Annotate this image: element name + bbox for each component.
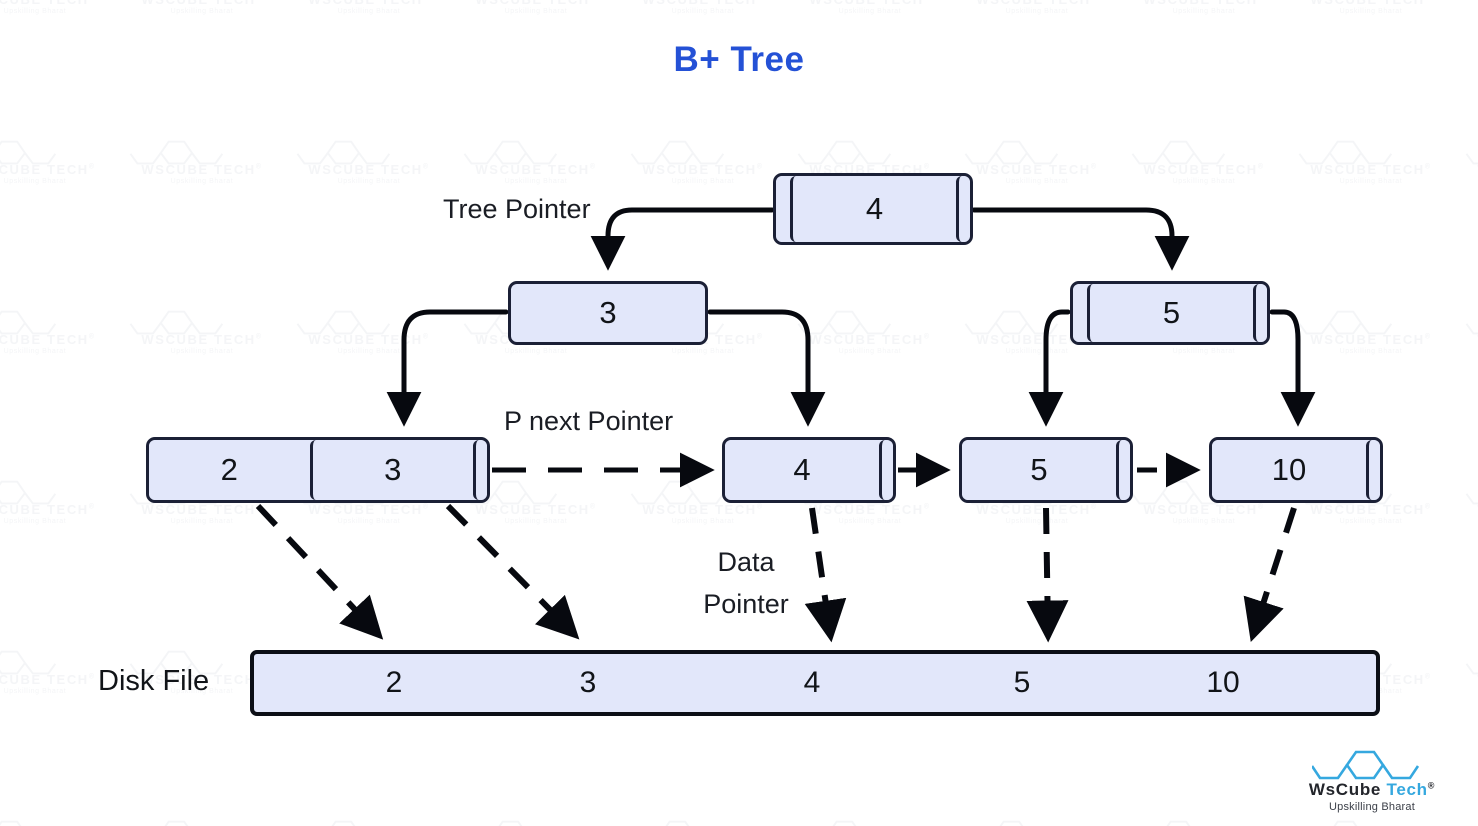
disk-file-value-5: 10: [1206, 666, 1240, 699]
brand-logo-name-part1: WsCube: [1308, 780, 1382, 799]
internal-5-right-pointer-cell: [1253, 284, 1267, 342]
edge-node5-to-leaf10: [1269, 309, 1316, 427]
data-pointer-2: [255, 503, 384, 640]
label-tree-pointer: Tree Pointer: [443, 194, 591, 224]
disk-file-value-2: 3: [579, 666, 597, 699]
label-disk-file: Disk File: [98, 665, 210, 697]
root-key-cell: 4: [790, 176, 956, 242]
leaf2-key-cell-1: 4: [725, 440, 879, 500]
data-pointer-5: [1026, 507, 1069, 643]
internal-5-key-cell: 5: [1087, 284, 1253, 342]
root-left-pointer-cell: [776, 176, 790, 242]
tree-node-internal-5[interactable]: 5: [1070, 281, 1270, 345]
internal-3-key: 3: [599, 295, 617, 330]
brand-logo-name: WsCube Tech®: [1292, 780, 1452, 800]
leaf3-key-cell-1: 5: [962, 440, 1116, 500]
page-title: B+ Tree: [673, 40, 805, 79]
edge-root-to-node5: [971, 207, 1190, 271]
edge-node5-to-leaf5: [1028, 309, 1071, 427]
leaf3-next-pointer-cell: [1116, 440, 1130, 500]
label-data-pointer-line1: Data: [717, 547, 775, 577]
edge-root-to-node3: [590, 207, 775, 271]
leaf-node-3[interactable]: 5: [959, 437, 1133, 503]
leaf1-key-cell-2: 3: [309, 440, 473, 500]
internal-5-left-pointer-cell: [1073, 284, 1087, 342]
root-right-pointer-cell: [956, 176, 970, 242]
brand-logo-registered: ®: [1427, 780, 1436, 791]
label-data-pointer: Data Pointer: [700, 541, 792, 625]
hexagon-logo-icon: [1312, 750, 1420, 780]
leaf-node-1[interactable]: 2 3: [146, 437, 490, 503]
label-data-pointer-line2: Pointer: [703, 589, 789, 619]
brand-logo-name-part2: Tech: [1386, 780, 1428, 799]
leaf1-next-pointer-cell: [473, 440, 487, 500]
data-pointer-10: [1243, 507, 1297, 642]
leaf2-next-pointer-cell: [879, 440, 893, 500]
leaf-node-2[interactable]: 4: [722, 437, 896, 503]
disk-file-bar[interactable]: 2 3 4 5 10: [250, 650, 1380, 716]
tree-node-internal-3[interactable]: 3: [508, 281, 708, 345]
leaf4-key-cell-1: 10: [1212, 440, 1366, 500]
leaf4-next-pointer-cell: [1366, 440, 1380, 500]
brand-logo: WsCube Tech® Upskilling Bharat: [1292, 748, 1452, 813]
disk-file-value-3: 4: [803, 666, 821, 699]
data-pointer-3: [445, 503, 580, 640]
edge-node3-to-leaf4: [707, 309, 826, 427]
disk-file-value-1: 2: [385, 666, 403, 699]
tree-node-root[interactable]: 4: [773, 173, 973, 245]
leaf-node-4[interactable]: 10: [1209, 437, 1383, 503]
edge-node3-to-leaf23: [386, 309, 509, 427]
disk-file-value-4: 5: [1013, 666, 1031, 699]
brand-logo-tagline: Upskilling Bharat: [1329, 801, 1415, 813]
data-pointer-4: [804, 507, 847, 643]
leaf1-key-cell-1: 2: [149, 440, 310, 500]
label-p-next-pointer: P next Pointer: [504, 406, 674, 436]
